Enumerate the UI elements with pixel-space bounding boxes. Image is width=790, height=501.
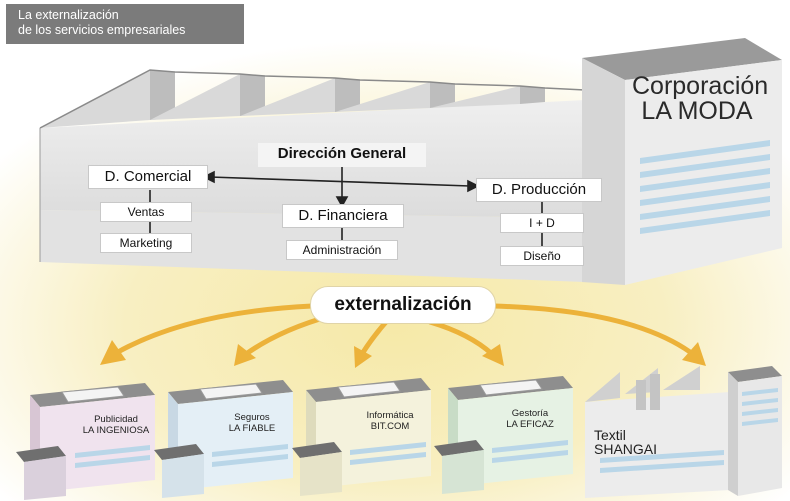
company-label-1: Publicidad LA INGENIOSA bbox=[76, 414, 156, 436]
header-title-line2: de los servicios empresariales bbox=[18, 23, 186, 37]
company-building-4 bbox=[434, 376, 573, 494]
box-d-produccion: D. Producción bbox=[476, 178, 602, 202]
corporation-name-line2: LA MODA bbox=[641, 97, 753, 125]
company-building-2 bbox=[154, 380, 293, 498]
header-title: La externalización de los servicios empr… bbox=[6, 4, 244, 44]
company-building-3 bbox=[292, 378, 431, 496]
company-4-line2: LA EFICAZ bbox=[506, 419, 554, 430]
company-3-line2: BIT.COM bbox=[370, 421, 410, 432]
company-label-3: Informática BIT.COM bbox=[350, 410, 430, 432]
box-direccion-general: Dirección General bbox=[258, 143, 426, 167]
box-d-comercial: D. Comercial bbox=[88, 165, 208, 189]
company-2-line2: LA FIABLE bbox=[228, 423, 276, 434]
company-label-5: Textil SHANGAI bbox=[594, 427, 658, 457]
company-label-2: Seguros LA FIABLE bbox=[212, 412, 292, 434]
company-1-line1: Publicidad bbox=[94, 414, 138, 425]
company-label-4: Gestoría LA EFICAZ bbox=[490, 408, 570, 430]
externalizacion-label: externalización bbox=[310, 286, 496, 324]
textil-factory bbox=[585, 366, 782, 498]
company-5-line1: Textil bbox=[594, 427, 626, 443]
company-5-line2: SHANGAI bbox=[594, 441, 658, 457]
arrowheads bbox=[100, 340, 706, 368]
header-title-line1: La externalización bbox=[18, 8, 119, 22]
box-marketing: Marketing bbox=[100, 233, 192, 253]
corporation-name-line1: Corporación bbox=[632, 72, 769, 100]
company-3-line1: Informática bbox=[366, 410, 414, 421]
box-d-financiera: D. Financiera bbox=[282, 204, 404, 228]
company-4-line1: Gestoría bbox=[511, 408, 549, 419]
company-2-line1: Seguros bbox=[234, 412, 270, 423]
corporation-name: Corporación LA MODA bbox=[632, 72, 769, 125]
company-building-1 bbox=[16, 383, 155, 500]
corporation-tower bbox=[582, 38, 782, 285]
company-1-line2: LA INGENIOSA bbox=[82, 425, 150, 436]
org-connectors bbox=[149, 165, 543, 247]
box-ventas: Ventas bbox=[100, 202, 192, 222]
box-administracion: Administración bbox=[286, 240, 398, 260]
box-i-mas-d: I + D bbox=[500, 213, 584, 233]
box-diseno: Diseño bbox=[500, 246, 584, 266]
